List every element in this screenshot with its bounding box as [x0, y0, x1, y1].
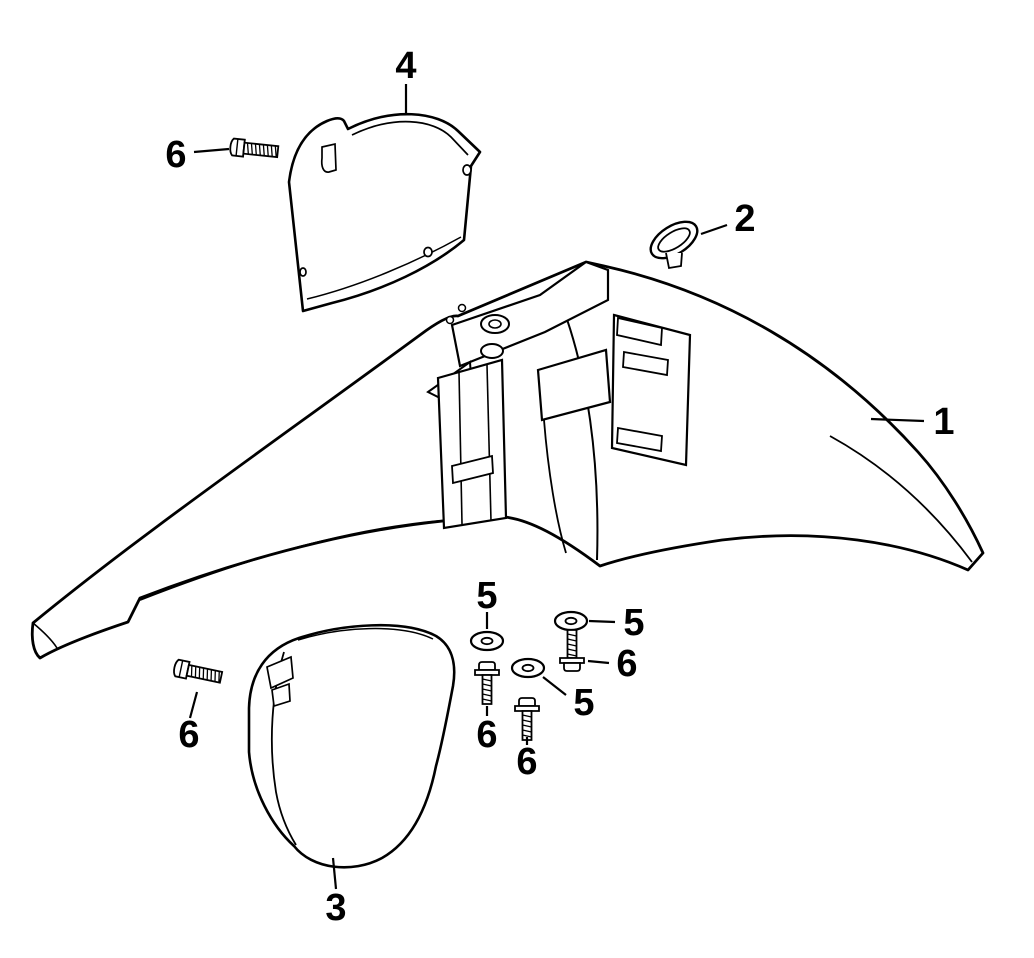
leader-5-middle — [542, 676, 567, 696]
leader-6-bottom-left — [188, 691, 199, 719]
clip-part — [649, 220, 699, 270]
flap-outline — [247, 623, 456, 869]
washer-part-5-right — [553, 610, 589, 632]
callout-part-6-top-left: 6 — [165, 134, 187, 176]
flap-notch — [266, 655, 294, 690]
callout-part-5-right: 5 — [623, 602, 645, 644]
panel-hole-2 — [423, 246, 433, 258]
right-bracket-tab — [616, 316, 663, 347]
panel-hole-3 — [299, 267, 307, 277]
mount-dot-2 — [445, 315, 455, 325]
bolt-part-6-left — [474, 661, 500, 705]
panel-outline — [287, 112, 482, 313]
fender-center-crease — [559, 299, 599, 561]
callout-part-6-right: 6 — [616, 643, 638, 685]
callout-part-3: 3 — [325, 887, 347, 929]
leader-5-right — [588, 619, 616, 624]
panel-top-inner-line — [351, 120, 469, 156]
leader-lines — [188, 84, 925, 890]
left-channel-rib-2 — [486, 364, 492, 522]
panel-hook — [320, 142, 337, 173]
callout-part-4: 4 — [395, 45, 417, 87]
left-channel-slot — [451, 454, 494, 485]
callout-part-6-middle-bolt: 6 — [516, 741, 538, 783]
clip-ring-inner — [657, 227, 691, 253]
mud-flap-part — [247, 623, 456, 869]
mount-hole-large-inner — [488, 319, 502, 329]
callout-part-2: 2 — [734, 198, 756, 240]
leader-6-top-left — [193, 147, 230, 154]
callout-part-1: 1 — [933, 401, 955, 443]
callout-part-6-bottom-left: 6 — [178, 714, 200, 756]
left-channel-rib-1 — [458, 371, 463, 525]
clip-tab — [665, 252, 683, 270]
mount-hole-small — [480, 343, 504, 359]
washer-part-5-left — [469, 630, 505, 652]
inner-panel-part — [287, 112, 482, 313]
fender-right-edge-line — [829, 435, 973, 563]
mount-dot-1 — [457, 303, 467, 313]
callout-part-5-left: 5 — [476, 575, 498, 617]
fender-outline — [30, 260, 985, 660]
left-channel — [436, 358, 508, 530]
center-step-line — [543, 419, 567, 554]
bolt-part-6-right — [559, 629, 585, 672]
panel-bottom-inner-line — [306, 236, 462, 300]
leader-6-right — [587, 659, 610, 665]
screw-part-6-top-left — [228, 137, 280, 162]
mount-plate — [450, 260, 610, 368]
front-fender-part — [30, 260, 985, 660]
right-bracket-slot-2 — [616, 426, 663, 453]
right-bracket-slot-1 — [622, 350, 669, 377]
fender-tip-fold — [32, 622, 58, 649]
bolt-part-6-middle — [514, 697, 540, 741]
leader-2 — [700, 223, 728, 236]
panel-hole-1 — [462, 164, 472, 176]
callout-part-5-middle: 5 — [573, 682, 595, 724]
flap-tab — [271, 682, 291, 708]
flap-top-inner-line — [297, 627, 434, 641]
center-step — [536, 348, 612, 422]
screw-part-6-bottom-left — [171, 658, 224, 687]
washer-part-5-middle — [510, 657, 546, 679]
callout-part-6-left-bolt: 6 — [476, 714, 498, 756]
leader-1 — [870, 417, 925, 423]
leader-3 — [331, 857, 338, 890]
